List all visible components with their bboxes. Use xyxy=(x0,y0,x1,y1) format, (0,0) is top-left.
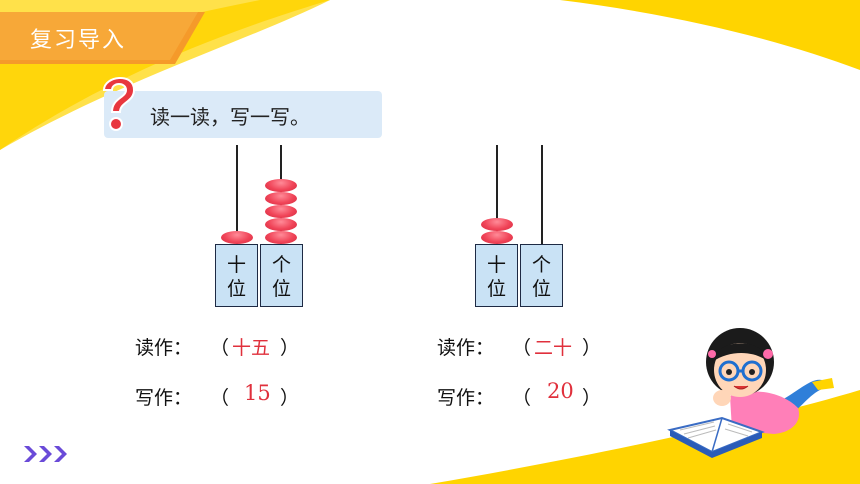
left-paren: （ xyxy=(210,387,230,409)
ones-place-label: 个位 xyxy=(531,254,551,300)
ones-place xyxy=(260,244,303,307)
prompt-text: 读一读，写一写。 xyxy=(150,105,310,129)
ones-bead xyxy=(265,205,297,218)
write-answer: 15 xyxy=(244,381,271,405)
tens-place xyxy=(475,244,518,307)
left-paren: （ xyxy=(512,337,532,359)
section-title: 复习导入 xyxy=(30,28,127,53)
ones-place-label: 个位 xyxy=(271,254,291,300)
tens-bead xyxy=(221,231,253,244)
left-paren: （ xyxy=(210,337,230,359)
tens-bead xyxy=(481,231,513,244)
read-answer: 十五 xyxy=(232,337,271,359)
ones-bead xyxy=(265,192,297,205)
tens-place-label: 十位 xyxy=(226,254,246,300)
section-tab xyxy=(0,12,205,64)
right-paren: ） xyxy=(280,387,300,409)
right-paren: ） xyxy=(582,387,602,409)
tens-rod xyxy=(236,145,238,245)
read-label: 读作： xyxy=(135,337,193,359)
read-answer: 二十 xyxy=(534,337,573,359)
ones-bead xyxy=(265,179,297,192)
tens-place xyxy=(215,244,258,307)
read-label: 读作： xyxy=(437,337,495,359)
write-label: 写作： xyxy=(437,387,495,409)
triple-chevron-icon[interactable] xyxy=(22,444,74,464)
tens-bead xyxy=(481,218,513,231)
write-label: 写作： xyxy=(135,387,193,409)
prompt-box xyxy=(104,91,382,138)
ones-bead xyxy=(265,218,297,231)
right-paren: ） xyxy=(280,337,300,359)
tens-rod xyxy=(496,145,498,245)
reading-girl-illustration xyxy=(667,328,834,458)
left-paren: （ xyxy=(512,387,532,409)
write-answer: 20 xyxy=(547,379,574,403)
question-mark-icon xyxy=(102,77,136,131)
ones-place xyxy=(520,244,563,307)
tens-place-label: 十位 xyxy=(486,254,506,300)
ones-rod xyxy=(541,145,543,245)
right-paren: ） xyxy=(582,337,602,359)
ones-bead xyxy=(265,231,297,244)
